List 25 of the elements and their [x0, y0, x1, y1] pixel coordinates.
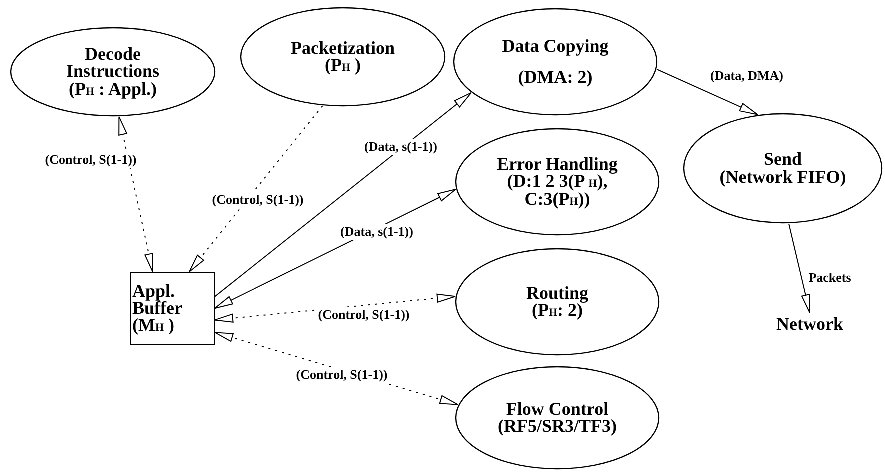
node-title: Decode Instructions: [65, 46, 160, 81]
edge-label: (Control, S(1-1)): [317, 307, 411, 323]
node-title: Packetization: [291, 40, 395, 57]
node-title: Send: [764, 151, 802, 168]
arrow: [656, 69, 758, 116]
arrow: [214, 294, 456, 323]
node-detail: (DMA: 2): [518, 69, 593, 86]
edge-label: (Data, s(1-1)): [340, 224, 414, 240]
arrow: [118, 116, 154, 272]
arrow: [214, 92, 472, 298]
node-detail: (RF5/SR3/TF3): [498, 418, 617, 436]
node-text: Network: [776, 316, 844, 334]
node-title: Error Handling: [497, 156, 618, 174]
node-title: Flow Control: [506, 400, 609, 418]
edge-label: (Data, DMA): [710, 68, 784, 84]
node-title: Routing: [526, 284, 588, 302]
edge-label: (Data, s(1-1)): [364, 139, 438, 155]
node-title: Data Copying: [502, 38, 609, 55]
edge-label: (Control, S(1-1)): [44, 152, 138, 168]
edge-label: (Control, S(1-1)): [211, 192, 305, 208]
node-detail: (Network FIFO): [720, 168, 846, 186]
arrow: [189, 106, 324, 272]
buffer-box: [130, 272, 215, 345]
arrow: [788, 223, 810, 314]
edge-label: (Control, S(1-1)): [295, 367, 389, 383]
